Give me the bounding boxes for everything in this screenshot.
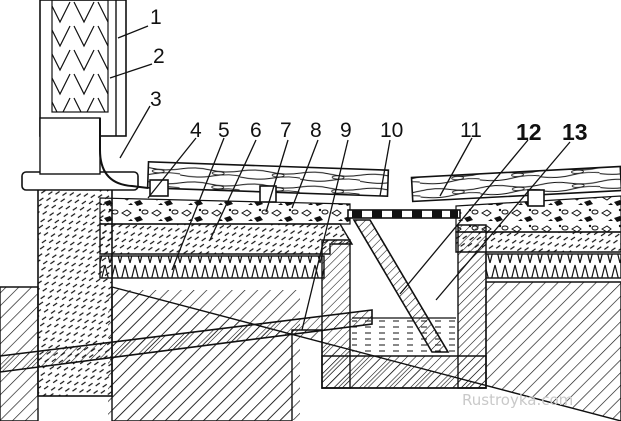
drain-grate-bars bbox=[352, 210, 458, 218]
callout-10: 10 bbox=[380, 119, 403, 142]
callout-3: 3 bbox=[150, 88, 162, 111]
callout-11: 11 bbox=[460, 119, 482, 142]
joist-edge bbox=[149, 179, 169, 197]
insulation-layer-right bbox=[485, 253, 621, 279]
joist-left bbox=[259, 185, 277, 203]
wall-insulation bbox=[51, 0, 109, 113]
concrete-base-layer-right bbox=[455, 231, 621, 253]
callout-7: 7 bbox=[280, 119, 292, 142]
wall-base-block bbox=[39, 117, 101, 175]
callout-8: 8 bbox=[310, 119, 322, 142]
drain-pipe bbox=[0, 309, 373, 373]
callout-5: 5 bbox=[218, 119, 230, 142]
drain-grate bbox=[347, 209, 461, 219]
concrete-base-layer bbox=[99, 223, 354, 255]
leader-lines bbox=[109, 25, 571, 331]
insulation-layer-left bbox=[99, 255, 325, 279]
wall-flashing bbox=[99, 118, 149, 189]
callout-9: 9 bbox=[340, 119, 352, 142]
callout-2: 2 bbox=[153, 45, 165, 68]
callout-1: 1 bbox=[150, 6, 162, 29]
callout-13: 13 bbox=[562, 119, 588, 145]
callout-6: 6 bbox=[250, 119, 262, 142]
joist-right bbox=[527, 189, 545, 207]
gravel-fill-right bbox=[455, 195, 621, 233]
watermark-text: Rustroyka.com bbox=[462, 391, 573, 409]
soil-ground-fill bbox=[108, 290, 300, 420]
callout-4: 4 bbox=[190, 119, 202, 142]
gravel-fill bbox=[99, 197, 351, 225]
floor-board-right bbox=[410, 165, 621, 203]
callout-12: 12 bbox=[516, 119, 542, 145]
